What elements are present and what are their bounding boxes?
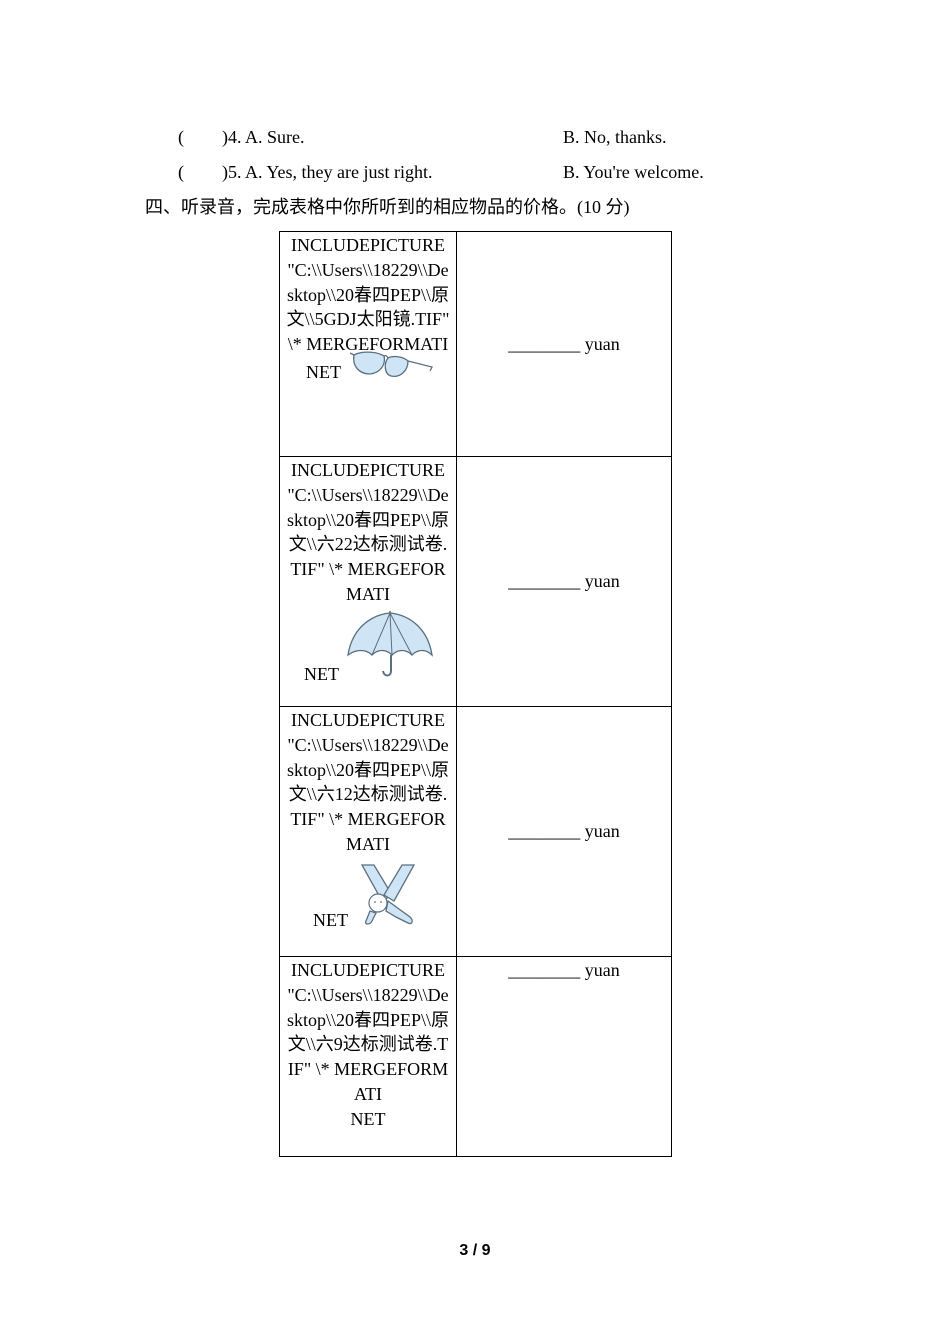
picture-cell: INCLUDEPICTURE "C:\\Users\\18229\\Deskto…	[279, 231, 457, 457]
answer-cell: ________ yuan	[456, 231, 672, 457]
question-5-option-b: B. You're welcome.	[563, 162, 704, 182]
field-end-text: NET	[350, 1108, 386, 1129]
price-blank: ________ yuan	[508, 571, 620, 591]
field-code-text: INCLUDEPICTURE "C:\\Users\\18229\\Deskto…	[286, 460, 450, 604]
price-table: INCLUDEPICTURE "C:\\Users\\18229\\Deskto…	[279, 231, 672, 1157]
field-code-text: INCLUDEPICTURE "C:\\Users\\18229\\Deskto…	[286, 960, 450, 1104]
question-4: ( )4. A. Sure. B. No, thanks.	[0, 125, 950, 149]
answer-cell: ________ yuan	[456, 456, 672, 707]
scarf-icon	[360, 864, 416, 925]
answer-cell: ________ yuan	[456, 956, 672, 1157]
field-end-text: NET	[313, 909, 348, 930]
sunglasses-icon	[349, 351, 433, 377]
table-row: INCLUDEPICTURE "C:\\Users\\18229\\Deskto…	[279, 706, 672, 957]
table-row: INCLUDEPICTURE "C:\\Users\\18229\\Deskto…	[279, 956, 672, 1157]
page-number: 3 / 9	[459, 1242, 491, 1259]
picture-cell: INCLUDEPICTURE "C:\\Users\\18229\\Deskto…	[279, 956, 457, 1157]
question-4-option-a: )4. A. Sure.	[222, 127, 305, 147]
field-end-text: NET	[304, 663, 339, 684]
answer-paren: (	[178, 162, 184, 182]
section-title: 四、听录音，完成表格中你所听到的相应物品的价格。(10 分)	[145, 197, 630, 217]
question-5-option-a: )5. A. Yes, they are just right.	[222, 162, 433, 182]
field-code-text: INCLUDEPICTURE "C:\\Users\\18229\\Deskto…	[286, 710, 450, 854]
picture-cell: INCLUDEPICTURE "C:\\Users\\18229\\Deskto…	[279, 706, 457, 957]
price-blank: ________ yuan	[508, 960, 620, 980]
price-blank: ________ yuan	[508, 821, 620, 841]
question-4-option-b: B. No, thanks.	[563, 127, 667, 147]
table-row: INCLUDEPICTURE "C:\\Users\\18229\\Deskto…	[279, 231, 672, 457]
field-end-text: NET	[306, 361, 341, 382]
answer-cell: ________ yuan	[456, 706, 672, 957]
table-row: INCLUDEPICTURE "C:\\Users\\18229\\Deskto…	[279, 456, 672, 707]
field-code-text: INCLUDEPICTURE "C:\\Users\\18229\\Deskto…	[286, 235, 450, 355]
price-blank: ________ yuan	[508, 333, 620, 354]
umbrella-icon	[347, 610, 433, 677]
picture-cell: INCLUDEPICTURE "C:\\Users\\18229\\Deskto…	[279, 456, 457, 707]
answer-paren: (	[178, 127, 184, 147]
question-5: ( )5. A. Yes, they are just right. B. Yo…	[0, 160, 950, 184]
